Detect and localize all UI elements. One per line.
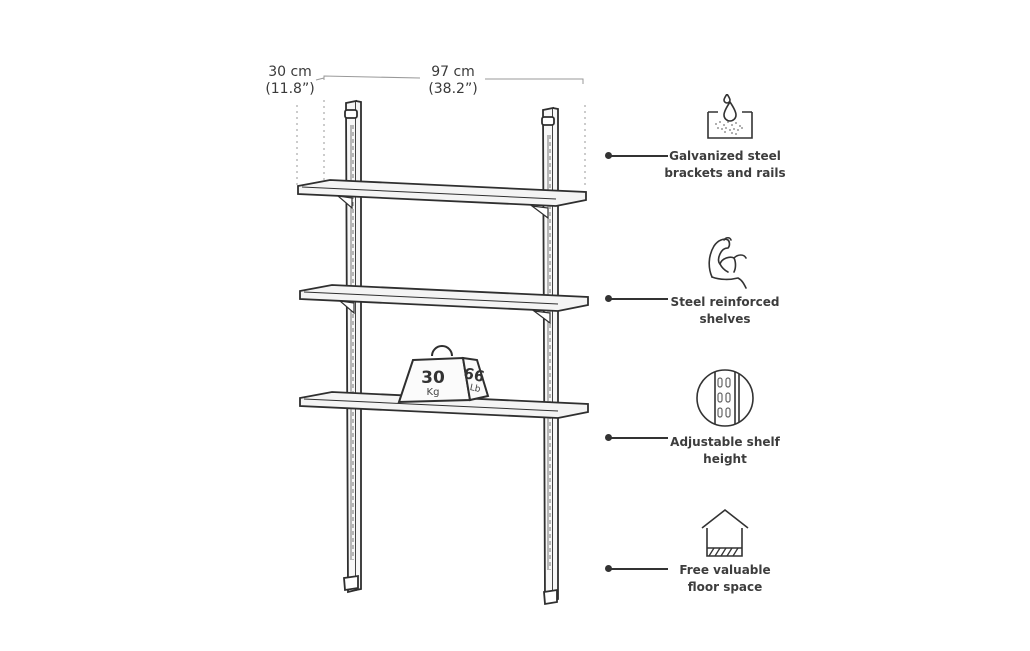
feature-connector xyxy=(605,565,668,571)
shelf-top xyxy=(297,179,587,220)
feature-label: Galvanized steel brackets and rails xyxy=(664,149,786,180)
feature-connector xyxy=(605,434,668,440)
weight-icon xyxy=(397,345,490,404)
feature-galvanized-steel: Galvanized steel brackets and rails xyxy=(600,88,800,198)
galvanized-water-drop-icon xyxy=(707,94,753,139)
weight-kg-value: 30 xyxy=(421,368,445,388)
feature-adjustable-height: Adjustable shelf height xyxy=(600,364,800,474)
shelf-bottom xyxy=(299,391,589,419)
weight-kg-unit: Kg xyxy=(426,387,440,398)
house-floor-icon xyxy=(701,508,749,557)
dimension-lines xyxy=(296,75,586,185)
feature-connector xyxy=(605,152,668,158)
width-cm: 97 cm xyxy=(431,64,475,80)
feature-label: Steel reinforced shelves xyxy=(670,295,780,326)
depth-cm: 30 cm xyxy=(268,64,312,80)
shelf-middle xyxy=(299,284,589,325)
feature-label: Adjustable shelf height xyxy=(670,435,780,466)
width-inches: (38.2”) xyxy=(428,81,478,97)
feature-label: Free valuable floor space xyxy=(679,563,771,594)
feature-floor-space: Free valuable floor space xyxy=(600,500,800,610)
feature-connector xyxy=(605,295,668,301)
feature-steel-reinforced: Steel reinforced shelves xyxy=(600,228,800,338)
depth-dimension: 30 cm (11.8”) xyxy=(262,64,318,98)
flexed-arm-icon xyxy=(708,236,747,289)
depth-inches: (11.8”) xyxy=(265,81,315,97)
width-dimension: 97 cm (38.2”) xyxy=(422,64,484,98)
rail-slots-circle-icon xyxy=(696,369,754,427)
